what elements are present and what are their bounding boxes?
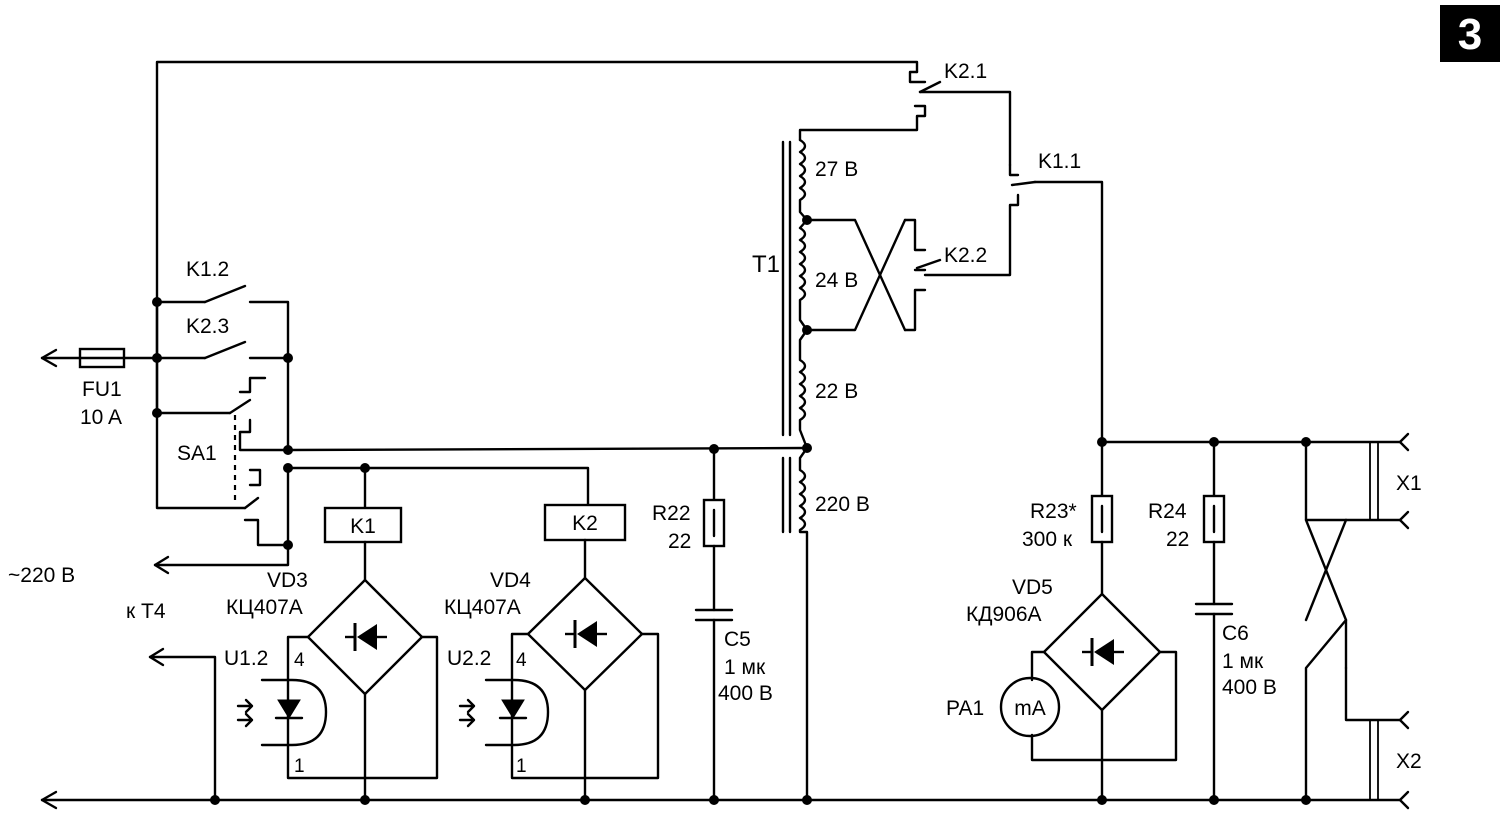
contact-k1-2: K1.2: [155, 258, 290, 360]
svg-text:mA: mA: [1014, 697, 1046, 720]
mains-arrow: ~220 B: [8, 543, 290, 587]
svg-text:K1.1: K1.1: [1038, 150, 1081, 173]
transformer-t1: T1 27 B 24 B 22 B 220 B: [752, 138, 870, 802]
svg-text:КЦ407А: КЦ407А: [444, 596, 521, 619]
svg-text:300 к: 300 к: [1022, 528, 1073, 551]
junction: [802, 325, 812, 335]
svg-text:~220 B: ~220 B: [8, 564, 75, 587]
svg-text:K2.1: K2.1: [944, 60, 987, 83]
meter-pa1: mA PA1: [946, 676, 1061, 738]
optocoupler-u1-2: U1.2 4 1: [224, 647, 328, 777]
output-connectors: X1 X2: [1304, 432, 1422, 810]
svg-text:U2.2: U2.2: [447, 647, 491, 670]
capacitor-c6: C6 1 мк 400 B: [1194, 602, 1277, 802]
relay-k1: K1: [323, 466, 403, 582]
svg-text:1 мк: 1 мк: [724, 656, 766, 679]
junction: [152, 297, 162, 307]
svg-text:КЦ407А: КЦ407А: [226, 596, 303, 619]
svg-text:K1.2: K1.2: [186, 258, 229, 281]
svg-text:27 B: 27 B: [815, 158, 858, 181]
junction: [1209, 795, 1219, 805]
junction: [580, 795, 590, 805]
optocoupler-u2-2: U2.2 4 1: [447, 647, 550, 777]
wire: [286, 466, 590, 507]
svg-text:10 A: 10 A: [80, 406, 122, 429]
to-t4-arrow: к Т4: [126, 600, 217, 802]
svg-text:X2: X2: [1396, 750, 1422, 773]
svg-text:C5: C5: [724, 628, 751, 651]
svg-text:1 мк: 1 мк: [1222, 650, 1264, 673]
svg-text:1: 1: [516, 756, 527, 777]
svg-text:КД906А: КД906А: [966, 603, 1042, 626]
svg-text:400 B: 400 B: [1222, 676, 1277, 699]
wire: [286, 446, 809, 452]
svg-text:4: 4: [294, 650, 305, 671]
svg-text:K2.2: K2.2: [944, 244, 987, 267]
capacitor-c5: C5 1 мк 400 B: [694, 608, 773, 802]
svg-text:VD5: VD5: [1012, 576, 1053, 599]
svg-text:3: 3: [1458, 10, 1482, 59]
svg-text:22: 22: [668, 530, 691, 553]
svg-text:C6: C6: [1222, 622, 1249, 645]
junction: [283, 463, 293, 473]
svg-text:24 B: 24 B: [815, 269, 858, 292]
svg-text:VD3: VD3: [267, 569, 308, 592]
svg-text:PA1: PA1: [946, 697, 984, 720]
svg-text:220 B: 220 B: [815, 493, 870, 516]
svg-text:400 B: 400 B: [718, 682, 773, 705]
junction: [709, 795, 719, 805]
contact-k2-3: K2.3: [155, 315, 290, 452]
bottom-bus: [40, 790, 1402, 810]
svg-text:22 B: 22 B: [815, 380, 858, 403]
svg-text:K1: K1: [350, 515, 376, 538]
svg-text:4: 4: [516, 650, 527, 671]
bridge-vd3: VD3 КЦ407А: [226, 569, 439, 802]
svg-text:T1: T1: [752, 251, 780, 278]
resistor-r24: R24 22: [1148, 440, 1226, 606]
svg-text:VD4: VD4: [490, 569, 531, 592]
resistor-r23: R23* 300 к: [1022, 440, 1114, 596]
svg-text:K2.3: K2.3: [186, 315, 229, 338]
junction: [360, 795, 370, 805]
svg-text:FU1: FU1: [82, 378, 122, 401]
contact-k2-2: K2.2: [805, 218, 987, 332]
bridge-vd4: VD4 КЦ407А: [444, 569, 660, 802]
junction: [152, 408, 162, 418]
bridge-vd5: VD5 КД906А: [966, 576, 1178, 802]
svg-text:U1.2: U1.2: [224, 647, 268, 670]
svg-text:R24: R24: [1148, 500, 1187, 523]
junction: [1301, 795, 1311, 805]
svg-text:X1: X1: [1396, 472, 1422, 495]
figure-number-badge: 3: [1440, 5, 1500, 62]
junction: [283, 353, 293, 363]
junction: [152, 353, 162, 363]
contact-k1-1: K1.1: [923, 150, 1104, 444]
fuse-fu1: FU1 10 A: [40, 347, 159, 429]
svg-text:R23*: R23*: [1030, 500, 1077, 523]
junction: [210, 795, 220, 805]
junction: [1097, 795, 1107, 805]
svg-text:к Т4: к Т4: [126, 600, 166, 623]
svg-text:K2: K2: [572, 512, 598, 535]
svg-text:R22: R22: [652, 502, 691, 525]
svg-text:1: 1: [294, 756, 305, 777]
svg-text:SA1: SA1: [177, 442, 217, 465]
relay-k2: K2: [543, 503, 627, 580]
contact-k2-1: K2.1: [798, 60, 1012, 167]
resistor-r22: R22 22: [652, 447, 726, 612]
svg-text:22: 22: [1166, 528, 1189, 551]
switch-sa1: SA1: [155, 376, 290, 547]
junction: [802, 215, 812, 225]
junction: [802, 795, 812, 805]
